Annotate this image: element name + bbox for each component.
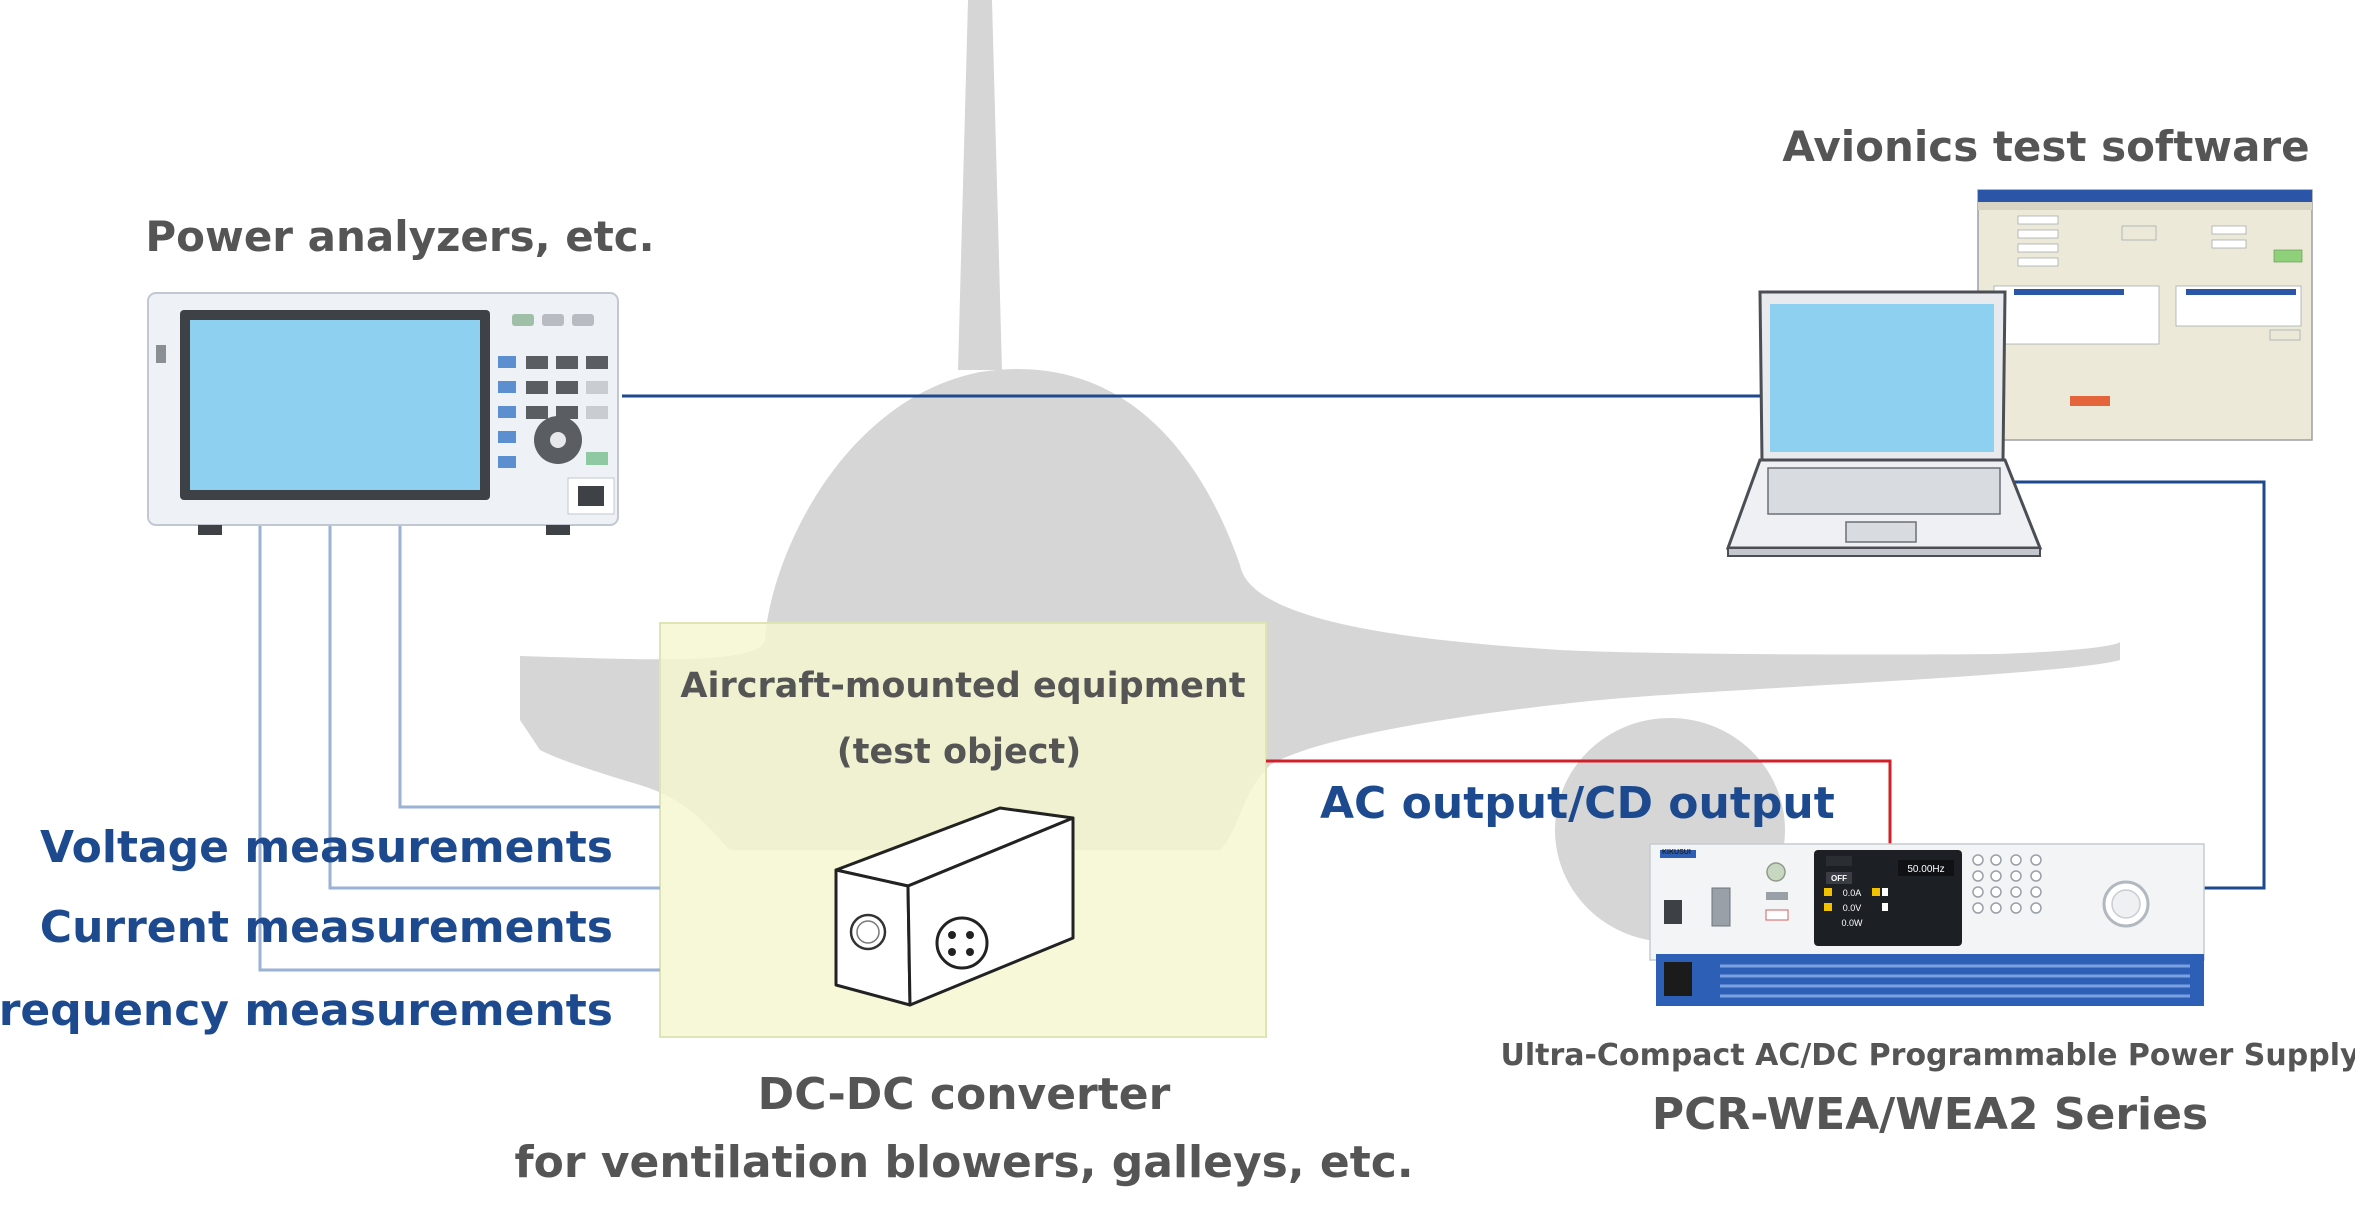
test-object-subtitle: (test object) (836, 732, 1082, 772)
dc-dc-converter-subtitle: for ventilation blowers, galleys, etc. (514, 1137, 1414, 1188)
psu-title: PCR-WEA/WEA2 Series (1651, 1089, 2209, 1140)
laptop-icon (1725, 290, 2043, 557)
current-measurements-label: Current measurements (39, 902, 613, 953)
psu-freq-reading: 50.00Hz (1907, 864, 1944, 875)
psu-off-label: OFF (1831, 874, 1847, 883)
voltage-measurements-label: Voltage measurements (39, 822, 613, 873)
psu-reading-current: 0.0A (1843, 888, 1862, 898)
measurement-lines (258, 520, 660, 972)
psu-brand: KIKUSUI (1662, 849, 1691, 856)
dc-dc-converter-icon (834, 806, 1075, 1007)
test-object-title: Aircraft-mounted equipment (680, 666, 1246, 706)
ac-output-label: AC output/CD output (1320, 778, 1835, 829)
avionics-software-label: Avionics test software (1782, 122, 2310, 171)
psu-output-link (1266, 759, 1892, 846)
software-window-icon (1977, 189, 2313, 441)
power-supply-icon (1649, 843, 2205, 1006)
power-analyzer-icon (147, 292, 619, 535)
frequency-measurements-label: Frequency measurements (0, 985, 613, 1036)
psu-subtitle: Ultra-Compact AC/DC Programmable Power S… (1500, 1038, 2355, 1073)
psu-reading-voltage: 0.0V (1843, 903, 1862, 913)
psu-reading-power: 0.0W (1841, 918, 1863, 928)
power-analyzers-label: Power analyzers, etc. (145, 212, 655, 261)
dc-dc-converter-title: DC-DC converter (757, 1069, 1171, 1120)
laptop-psu-link (2012, 480, 2266, 890)
